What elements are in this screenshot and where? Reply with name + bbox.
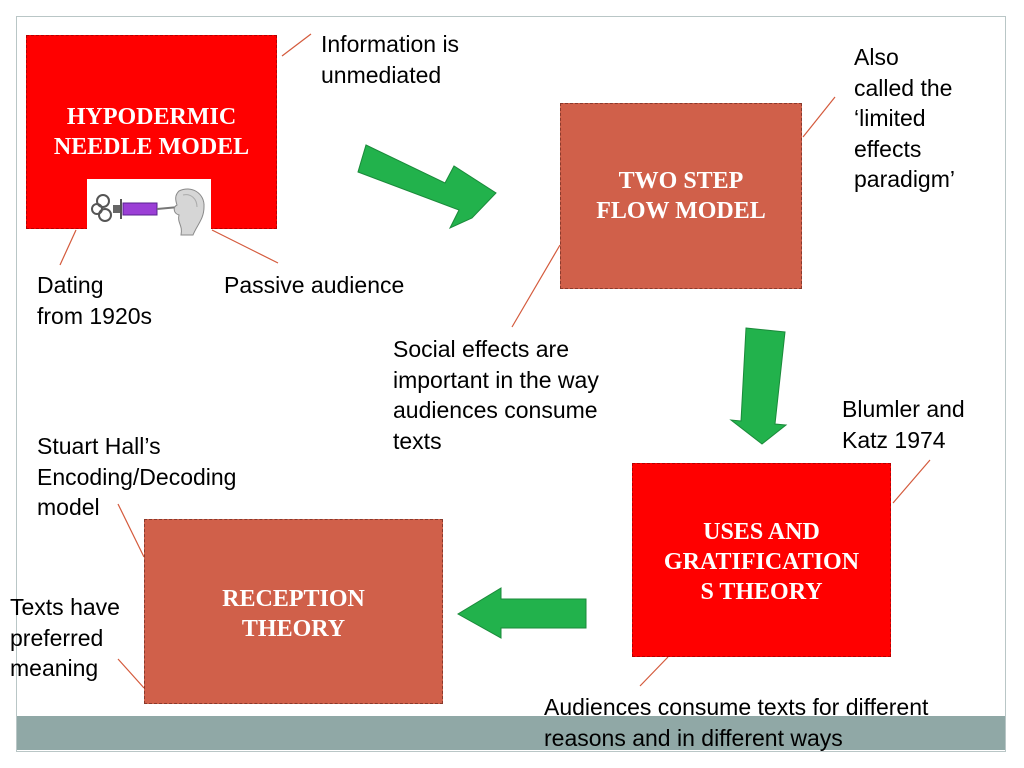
note-audiences-consume: Audiences consume texts for different re…: [544, 694, 929, 751]
note-information-unmediated: Information is unmediated: [321, 31, 460, 88]
hypodermic-needle-label: HYPODERMIC NEEDLE MODEL: [53, 104, 250, 160]
uses-gratifications-box: USES AND GRATIFICATION S THEORY: [632, 463, 891, 657]
note-dating: Dating from 1920s: [37, 272, 153, 329]
syringe-head-icon: [87, 179, 211, 237]
note-stuart-hall: Stuart Hall’s Encoding/Decoding model: [37, 433, 237, 520]
note-passive-audience: Passive audience: [224, 272, 405, 298]
two-step-flow-label: TWO STEP FLOW MODEL: [596, 168, 766, 224]
bottom-bar: [17, 716, 1005, 750]
note-also-called: Also called the ‘limited effects paradig…: [854, 44, 955, 192]
reception-theory-box: RECEPTION THEORY: [144, 519, 443, 704]
reception-theory-label: RECEPTION THEORY: [222, 586, 365, 642]
note-blumler-katz: Blumler and Katz 1974: [842, 396, 965, 453]
note-social-effects: Social effects are important in the way …: [393, 336, 599, 454]
two-step-flow-box: TWO STEP FLOW MODEL: [560, 103, 802, 289]
note-texts-preferred: Texts have preferred meaning: [10, 594, 120, 681]
uses-gratifications-label: USES AND GRATIFICATION S THEORY: [663, 519, 860, 605]
